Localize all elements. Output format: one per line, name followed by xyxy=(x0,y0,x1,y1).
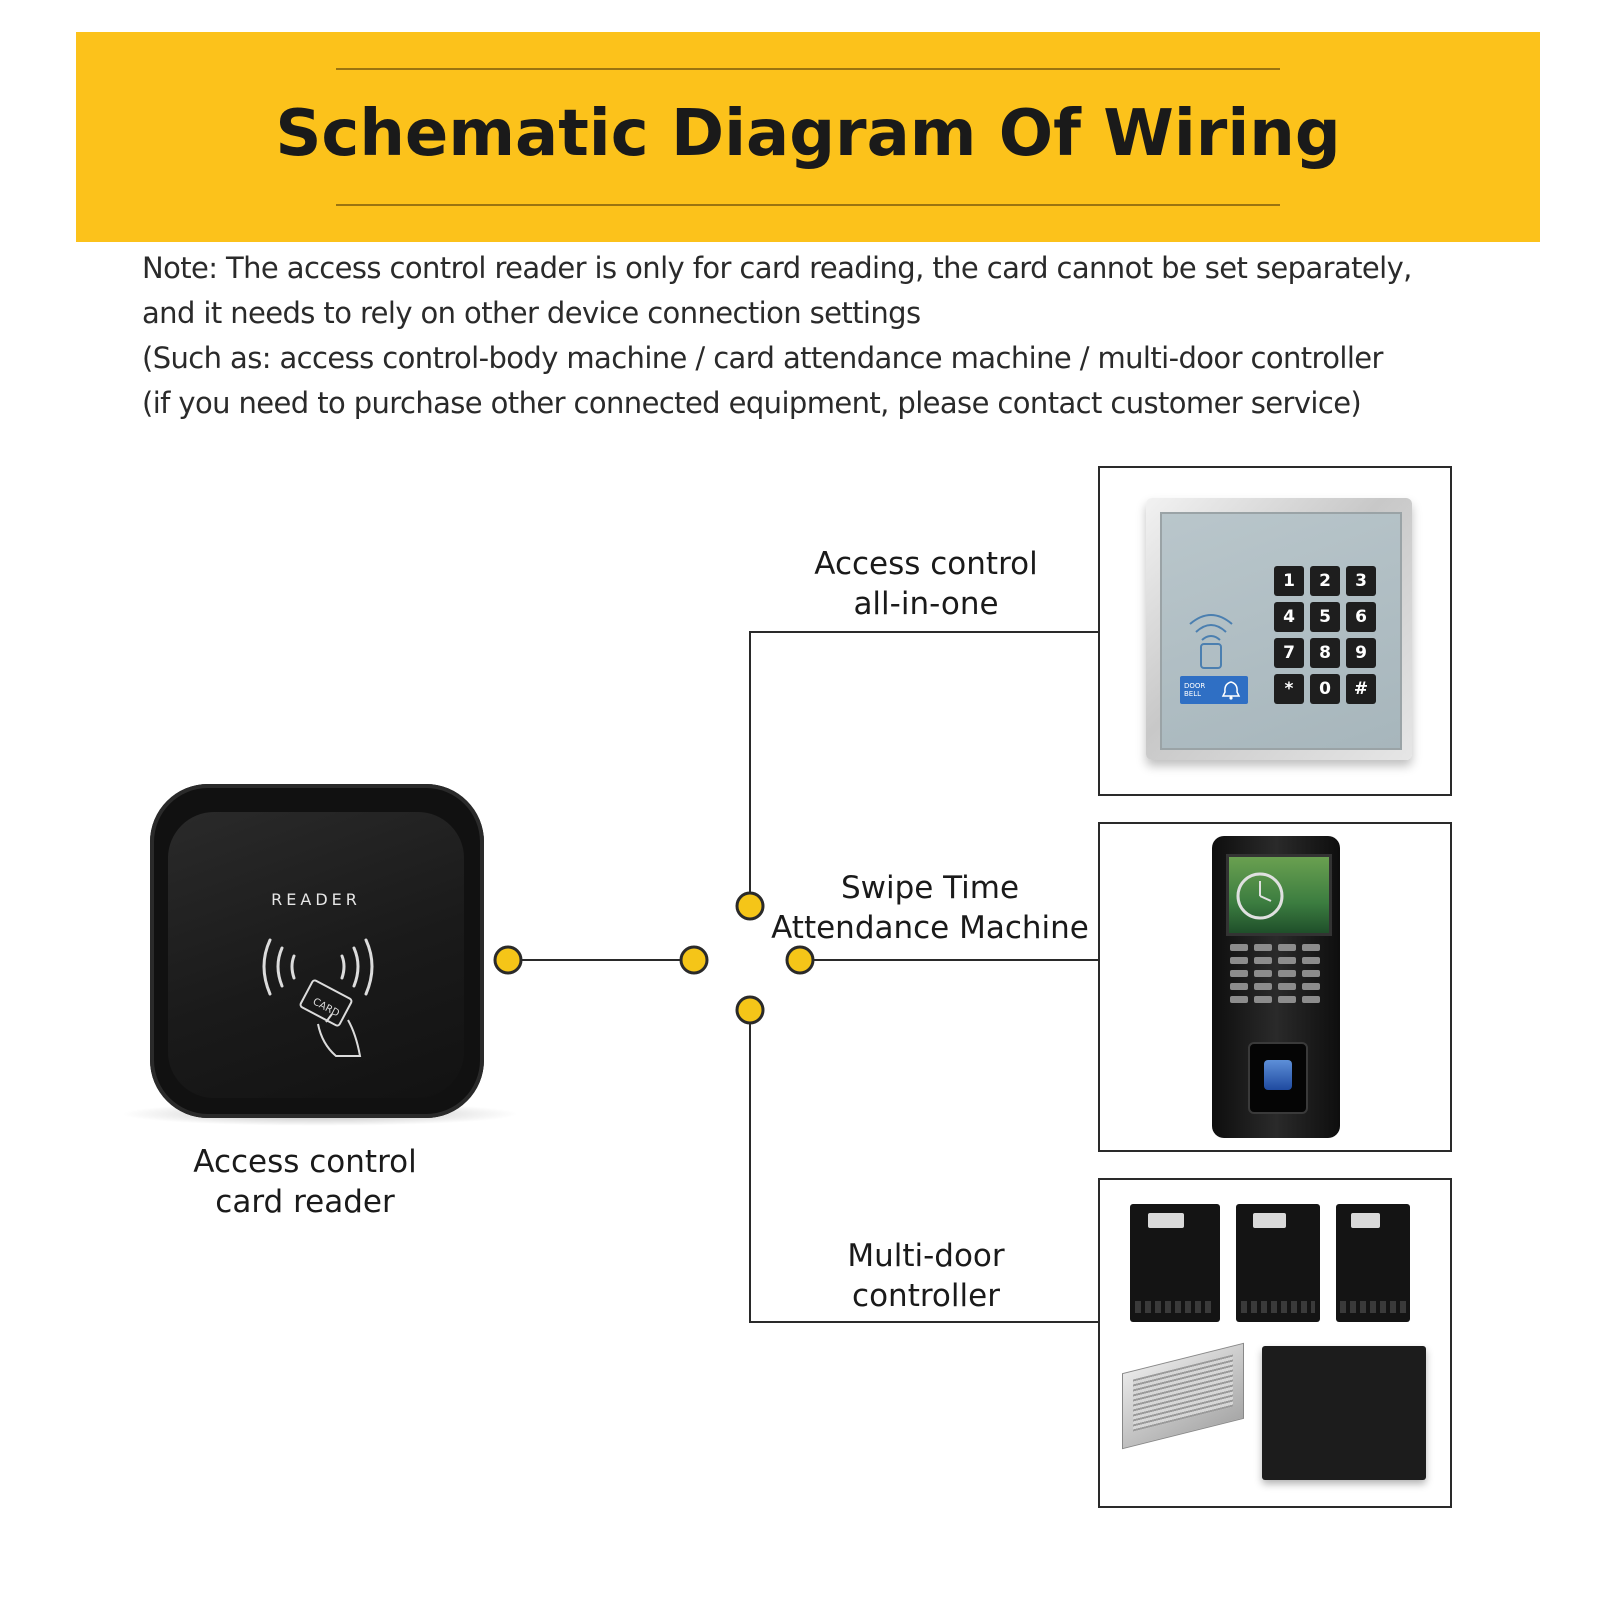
reader-label: Access control card reader xyxy=(160,1142,450,1222)
note-text: Note: The access control reader is only … xyxy=(142,246,1562,426)
attendance-key xyxy=(1230,970,1248,977)
attendance-key xyxy=(1254,944,1272,951)
device-label-controller: Multi-door controller xyxy=(776,1236,1076,1316)
anti-static-bag-image xyxy=(1262,1346,1426,1480)
keypad-key: 3 xyxy=(1346,566,1376,596)
device-box-controller xyxy=(1098,1178,1452,1508)
reader-card-text: CARD xyxy=(311,996,342,1019)
device-label-line: Access control xyxy=(814,546,1038,582)
keypad-key: 1 xyxy=(1274,566,1304,596)
rfid-waves-icon xyxy=(1189,614,1233,669)
keypad-key: 6 xyxy=(1346,602,1376,632)
attendance-key xyxy=(1302,944,1320,951)
keypad-key: 9 xyxy=(1346,638,1376,668)
reader-label-line: card reader xyxy=(215,1184,395,1220)
connector-dot xyxy=(679,945,709,975)
attendance-key xyxy=(1278,996,1296,1003)
connector-dot xyxy=(493,945,523,975)
device-label-line: all-in-one xyxy=(853,586,999,622)
attendance-key xyxy=(1302,983,1320,990)
door-bell-button: DOOR BELL xyxy=(1180,676,1248,704)
banner-rule-top xyxy=(336,68,1280,70)
keypad-key: 8 xyxy=(1310,638,1340,668)
attendance-key xyxy=(1254,970,1272,977)
attendance-keypad xyxy=(1230,944,1322,1003)
attendance-key xyxy=(1278,957,1296,964)
keypad-panel: 1 2 3 4 5 6 7 8 9 * 0 # DOOR BELL xyxy=(1160,512,1402,750)
wire-to-all-in-one xyxy=(749,631,1098,906)
note-line: (Such as: access control-body machine / … xyxy=(142,341,1383,375)
nfc-card-icon: CARD xyxy=(262,938,374,1057)
attendance-key xyxy=(1302,970,1320,977)
attendance-key xyxy=(1278,983,1296,990)
attendance-key xyxy=(1302,996,1320,1003)
device-box-all-in-one: 1 2 3 4 5 6 7 8 9 * 0 # DOOR BELL xyxy=(1098,466,1452,796)
device-label-all-in-one: Access control all-in-one xyxy=(776,544,1076,624)
note-line: (if you need to purchase other connected… xyxy=(142,386,1362,420)
reader-label-line: Access control xyxy=(193,1144,417,1180)
fingerprint-sensor xyxy=(1248,1042,1308,1114)
keypad-key: 0 xyxy=(1310,674,1340,704)
keypad-grid: 1 2 3 4 5 6 7 8 9 * 0 # xyxy=(1274,566,1382,704)
attendance-key xyxy=(1230,996,1248,1003)
page-title: Schematic Diagram Of Wiring xyxy=(275,97,1341,171)
attendance-screen xyxy=(1226,854,1332,936)
fingerprint-glass xyxy=(1264,1060,1292,1090)
device-label-line: controller xyxy=(852,1278,1000,1314)
keypad-device-image: 1 2 3 4 5 6 7 8 9 * 0 # DOOR BELL xyxy=(1146,498,1412,760)
device-box-attendance xyxy=(1098,822,1452,1152)
attendance-key xyxy=(1254,983,1272,990)
keypad-key: * xyxy=(1274,674,1304,704)
controller-board-image xyxy=(1336,1204,1410,1322)
attendance-key xyxy=(1302,957,1320,964)
attendance-machine-image xyxy=(1212,836,1340,1138)
attendance-key xyxy=(1230,944,1248,951)
device-label-attendance: Swipe Time Attendance Machine xyxy=(770,868,1090,948)
device-label-line: Swipe Time xyxy=(840,870,1020,906)
controller-board-image xyxy=(1130,1204,1220,1322)
reader-face: READER CARD xyxy=(168,812,464,1098)
door-bell-text: DOOR BELL xyxy=(1184,682,1206,698)
keypad-key: # xyxy=(1346,674,1376,704)
connector-dot xyxy=(735,891,765,921)
device-label-line: Attendance Machine xyxy=(771,910,1089,946)
clock-icon xyxy=(1236,872,1284,920)
controller-board-image xyxy=(1236,1204,1320,1322)
keypad-key: 2 xyxy=(1310,566,1340,596)
reader-face-text: READER xyxy=(271,890,361,909)
attendance-key xyxy=(1278,944,1296,951)
keypad-key: 5 xyxy=(1310,602,1340,632)
keypad-key: 7 xyxy=(1274,638,1304,668)
note-line: and it needs to rely on other device con… xyxy=(142,296,921,330)
connector-dot xyxy=(785,945,815,975)
wire-to-controller xyxy=(749,1010,1098,1323)
card-reader-image: READER CARD xyxy=(150,784,484,1118)
attendance-key xyxy=(1230,983,1248,990)
device-label-line: Multi-door xyxy=(847,1238,1005,1274)
connector-dot xyxy=(735,995,765,1025)
bell-icon xyxy=(1221,681,1241,700)
attendance-key xyxy=(1254,996,1272,1003)
attendance-key xyxy=(1278,970,1296,977)
keypad-key: 4 xyxy=(1274,602,1304,632)
title-banner: Schematic Diagram Of Wiring xyxy=(76,32,1540,242)
power-supply-image xyxy=(1122,1342,1244,1450)
attendance-key xyxy=(1254,957,1272,964)
attendance-key xyxy=(1230,957,1248,964)
banner-rule-bottom xyxy=(336,204,1280,206)
note-line: Note: The access control reader is only … xyxy=(142,251,1412,285)
